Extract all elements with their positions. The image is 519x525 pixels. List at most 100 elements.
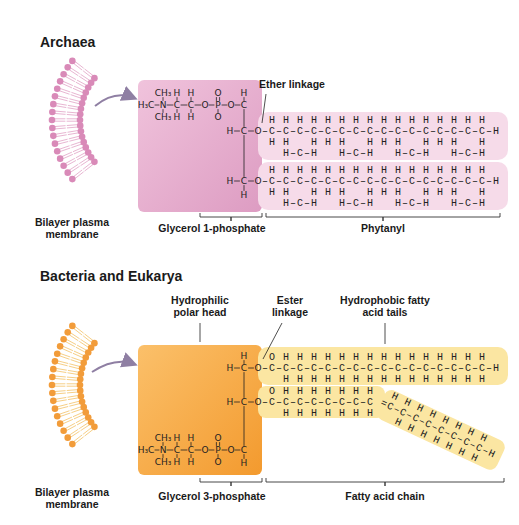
lipid-head (54, 350, 61, 357)
chemical-bond (249, 131, 254, 132)
lipid-tail (74, 435, 82, 441)
lipid-tail (71, 68, 79, 73)
lipid-tail (69, 136, 79, 138)
lipid-tail (70, 430, 78, 435)
chemical-bond (181, 105, 187, 106)
chemical-bond (222, 450, 227, 451)
lipid-tail (81, 425, 89, 430)
lipid-tail (77, 155, 86, 160)
lipid-tail (69, 401, 79, 403)
chain-row: H H H H H H H H H H H H (262, 137, 486, 148)
atom-symbol: C (188, 446, 194, 455)
lipid-head (64, 169, 71, 176)
callout-label: Ester linkage (265, 294, 315, 318)
lipid-tail (62, 152, 71, 156)
lipid-tail (76, 153, 85, 158)
lipid-tail (83, 71, 91, 77)
lipid-head (52, 140, 59, 147)
lipid-tail (58, 361, 68, 363)
lipid-tail (55, 118, 65, 119)
lipid-tail (75, 62, 83, 68)
chemical-bond (195, 450, 201, 451)
lipid-head (50, 398, 57, 405)
lipid-tail (66, 159, 75, 164)
bracket (200, 478, 262, 486)
lipid-tail (73, 147, 82, 151)
lipid-tail (75, 437, 83, 443)
lipid-head (79, 133, 86, 140)
lipid-tail (55, 378, 65, 380)
lipid-tail (75, 327, 83, 333)
lipid-head (49, 390, 56, 397)
lipid-head (78, 128, 85, 135)
lipid-tail (74, 351, 83, 355)
callout-label: Bilayer plasma membrane (24, 216, 120, 240)
leader-line (385, 323, 386, 344)
lipid-tail (56, 400, 66, 402)
lipid-head (69, 323, 76, 330)
lipid-head (52, 405, 59, 412)
lipid-tail (81, 75, 89, 80)
chain-row: H–C–H H–C–H H–C–H H–C–H (262, 148, 486, 159)
lipid-tail (76, 418, 85, 423)
lipid-tail (72, 357, 81, 360)
phytanyl-band (258, 112, 508, 160)
atom-symbol: H (188, 434, 195, 443)
lipid-tail (69, 366, 79, 368)
lipid-tail (63, 81, 72, 85)
atom-symbol: H (188, 89, 195, 98)
lipid-tail (55, 125, 65, 127)
atom-symbol: H (241, 89, 248, 98)
lipid-tail (77, 345, 86, 350)
chain-row: –C–C–C–C–C–C–C–C–C–C–C–C–C–C–C–C–H (262, 363, 500, 374)
lipid-tail (67, 161, 76, 166)
lipid-head (60, 428, 67, 435)
atom-symbol: H (174, 89, 181, 98)
atom-symbol: O (201, 101, 208, 110)
lipid-tail (67, 389, 77, 391)
atom-symbol: C (241, 177, 247, 186)
lipid-head (77, 117, 84, 124)
lipid-tail (81, 340, 89, 345)
chain-row: O H H H H H H H H H H H H H H H (262, 352, 486, 363)
panel-title: Bacteria and Eukarya (40, 268, 182, 284)
lipid-tail (74, 64, 82, 70)
lipid-head (57, 343, 64, 350)
lipid-head (78, 393, 85, 400)
lipid-tail (74, 329, 82, 335)
atom-symbol: CH₃ (155, 89, 172, 98)
lipid-tail (58, 142, 68, 144)
lipid-tail (67, 426, 76, 431)
lipid-head (78, 370, 85, 377)
atom-symbol: O (254, 127, 261, 136)
lipid-head (54, 413, 61, 420)
chemical-bond (244, 407, 245, 446)
lipid-head (57, 420, 64, 427)
zoom-arrow (95, 95, 134, 106)
lipid-tail (55, 393, 65, 395)
lipid-head (69, 58, 76, 65)
lipid-head (77, 111, 84, 118)
lipid-head (79, 398, 86, 405)
lipid-tail (73, 412, 82, 416)
lipid-tail (71, 142, 80, 145)
callout-label: Glycerol 3-phosphate (157, 490, 267, 502)
lipid-tail (56, 103, 66, 105)
lipid-head (49, 117, 56, 124)
atom-symbol: O (254, 364, 261, 373)
atom-symbol: H (227, 177, 234, 186)
atom-symbol: O (214, 113, 221, 122)
atom-symbol: P (215, 446, 220, 455)
lipid-tail (55, 113, 65, 115)
head-group-box (138, 80, 262, 212)
lipid-tail (55, 121, 65, 122)
lipid-head (49, 109, 56, 116)
lipid-tail (70, 70, 78, 75)
atom-symbol: P (215, 101, 220, 110)
lipid-head (77, 122, 84, 129)
atom-symbol: O (214, 89, 221, 98)
lipid-tail (67, 124, 77, 126)
chemical-bond (249, 181, 254, 182)
lipid-tail (67, 383, 77, 384)
atom-symbol: O (214, 458, 221, 467)
